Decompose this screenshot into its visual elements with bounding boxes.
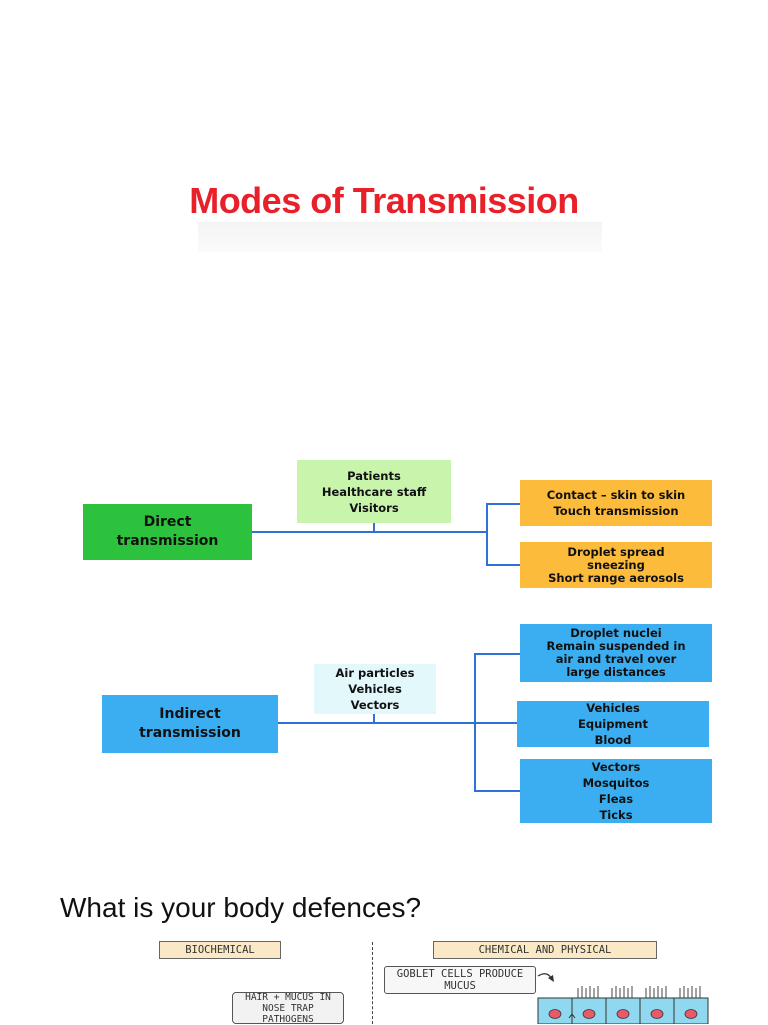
route-line: Contact – skin to skin [546, 488, 686, 502]
direct-label: Direct transmission [116, 514, 219, 549]
cell-nucleus [684, 1009, 698, 1019]
contact-route-box: Contact – skin to skin Touch transmissio… [520, 480, 712, 526]
route-line: air and travel over [555, 652, 677, 666]
hair-mucus-note: HAIR + MUCUS IN NOSE TRAP PATHOGENS [232, 992, 344, 1025]
direct-source-item: Healthcare staff [321, 484, 427, 499]
divider-dashed [372, 942, 373, 1024]
route-line: Remain suspended in [546, 639, 686, 653]
defences-heading: What is your body defences? [60, 892, 422, 923]
route-line: Droplet spread [567, 544, 665, 559]
direct-sources-box: Patients Healthcare staff Visitors [297, 460, 451, 523]
indirect-bracket-mid [474, 722, 518, 724]
cell-nucleus [548, 1009, 562, 1019]
direct-source-stem [373, 522, 375, 532]
route-line: Equipment [578, 717, 648, 731]
route-line: Mosquitos [582, 776, 650, 790]
biochemical-label: BIOCHEMICAL [159, 941, 281, 959]
route-line: Vectors [591, 760, 641, 774]
pointer-arrow [568, 1012, 576, 1024]
direct-bracket-bottom [486, 564, 520, 566]
cell-nucleus [582, 1009, 596, 1019]
indirect-sources-box: Air particles Vehicles Vectors [314, 664, 436, 714]
page-title: Modes of Transmission [189, 180, 579, 221]
chemical-physical-label: CHEMICAL AND PHYSICAL [433, 941, 657, 959]
direct-bracket-top [486, 503, 520, 505]
epithelium-illustration [537, 973, 709, 1024]
route-line: Blood [594, 733, 632, 747]
indirect-bracket-bottom [474, 790, 520, 792]
title-underlay [198, 222, 602, 252]
cell-nucleus [650, 1009, 664, 1019]
indirect-connector-h [278, 722, 476, 724]
indirect-source-item: Vectors [350, 698, 400, 712]
arrow-head [548, 975, 554, 982]
route-line: sneezing [587, 557, 645, 572]
route-line: Touch transmission [553, 504, 679, 518]
indirect-transmission-box: Indirect transmission [102, 695, 278, 753]
vector-route-box: Vectors Mosquitos Fleas Ticks [520, 759, 712, 823]
indirect-source-stem [373, 714, 375, 723]
cell-nucleus [616, 1009, 630, 1019]
route-line: Ticks [599, 808, 633, 822]
indirect-label: Indirect transmission [139, 706, 241, 741]
direct-bracket-v [486, 503, 488, 566]
droplet-route-box: Droplet spread sneezing Short range aero… [520, 542, 712, 588]
route-line: large distances [566, 665, 666, 679]
direct-transmission-box: Direct transmission [83, 504, 252, 560]
goblet-cells-note: GOBLET CELLS PRODUCE MUCUS [384, 966, 536, 994]
direct-source-item: Visitors [349, 500, 399, 515]
route-line: Short range aerosols [548, 570, 684, 585]
direct-connector-h [252, 531, 488, 533]
route-line: Droplet nuclei [570, 626, 662, 640]
vehicle-route-box: Vehicles Equipment Blood [517, 701, 709, 747]
indirect-source-item: Vehicles [348, 682, 402, 696]
cilia [577, 986, 701, 998]
indirect-bracket-top [474, 653, 520, 655]
indirect-source-item: Air particles [335, 666, 415, 680]
route-line: Vehicles [586, 701, 640, 715]
route-line: Fleas [598, 792, 634, 806]
airborne-route-box: Droplet nuclei Remain suspended in air a… [520, 624, 712, 682]
direct-source-item: Patients [347, 468, 401, 483]
